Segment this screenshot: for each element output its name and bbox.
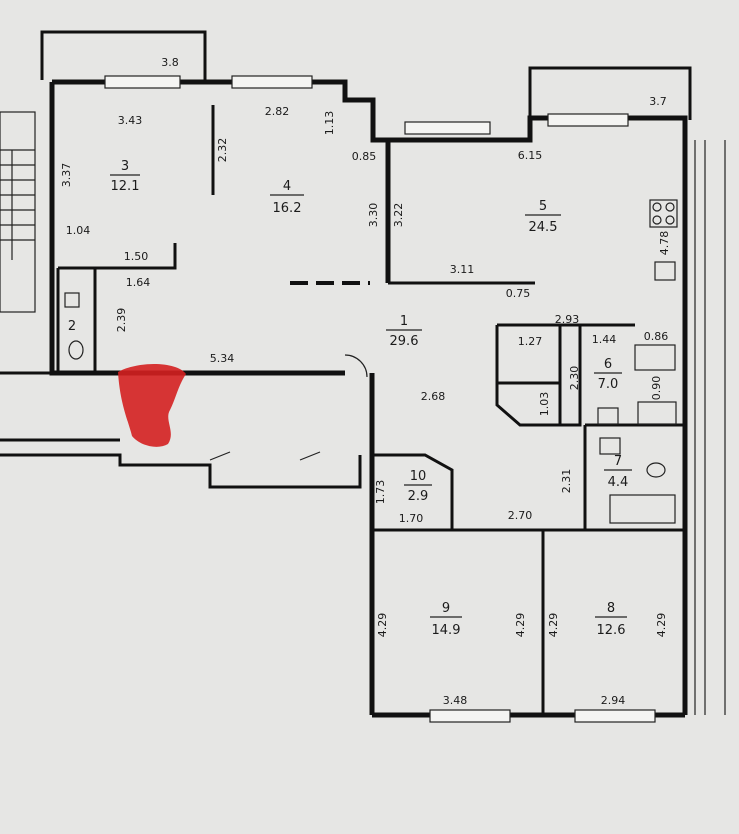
room-4-number: 4 xyxy=(283,179,291,194)
dim-label: 2.30 xyxy=(568,366,581,391)
toilet-icon xyxy=(64,292,666,478)
kitchen-stove-icon xyxy=(649,199,678,281)
dim-label: 3.43 xyxy=(118,114,143,127)
dim-label: 2.32 xyxy=(216,138,229,163)
room-3-area: 12.1 xyxy=(111,179,140,194)
dim-label: 5.34 xyxy=(210,352,235,365)
room-5-number: 5 xyxy=(539,199,547,214)
dim-label: 3.30 xyxy=(367,203,380,228)
room-3-number: 3 xyxy=(121,159,129,174)
bathtub-icon xyxy=(599,437,676,524)
dim-label: 1.44 xyxy=(592,333,617,346)
room-2-number: 2 xyxy=(68,319,76,334)
staircase xyxy=(0,111,36,313)
dim-label: 0.85 xyxy=(352,150,377,163)
dim-label: 2.82 xyxy=(265,105,290,118)
dim-label: 3.8 xyxy=(161,56,179,69)
room-5-area: 24.5 xyxy=(529,220,558,235)
dim-label: 4.29 xyxy=(655,613,668,638)
red-marker xyxy=(118,363,186,447)
room-8-number: 8 xyxy=(607,601,615,616)
door-arcs xyxy=(209,354,368,461)
dim-label: 1.04 xyxy=(66,224,91,237)
dim-label: 2.93 xyxy=(555,313,580,326)
dim-label: 1.13 xyxy=(323,111,336,136)
dim-label: 2.68 xyxy=(421,390,446,403)
dim-label: 3.48 xyxy=(443,694,468,707)
balcony-left xyxy=(40,30,207,80)
dim-label: 4.29 xyxy=(514,613,527,638)
dim-label: 1.73 xyxy=(374,480,387,505)
room-10-number: 10 xyxy=(410,469,427,484)
windows xyxy=(104,75,656,723)
dim-label: 3.22 xyxy=(392,203,405,228)
dim-label: 1.70 xyxy=(399,512,424,525)
balcony-right xyxy=(528,66,692,120)
washbasin-icon xyxy=(597,344,677,425)
dim-label: 1.03 xyxy=(538,392,551,417)
dim-label: 4.29 xyxy=(547,613,560,638)
room-9-area: 14.9 xyxy=(432,623,461,638)
dim-label: 0.86 xyxy=(644,330,669,343)
dim-label: 2.94 xyxy=(601,694,626,707)
dim-label: 0.75 xyxy=(506,287,531,300)
dim-label: 1.27 xyxy=(518,335,543,348)
dim-label: 1.64 xyxy=(126,276,151,289)
dim-label: 0.90 xyxy=(650,376,663,401)
room-1-area: 29.6 xyxy=(390,334,419,349)
room-labels: 3 12.1 4 16.2 5 24.5 1 29.6 2 6 7.0 7 4.… xyxy=(68,159,632,638)
room-7-number: 7 xyxy=(614,454,622,469)
dim-label: 1.50 xyxy=(124,250,149,263)
dim-label: 2.31 xyxy=(560,469,573,494)
room-4-area: 16.2 xyxy=(273,201,302,216)
walls xyxy=(0,79,688,718)
room-7-area: 4.4 xyxy=(608,475,629,490)
room-9-number: 9 xyxy=(442,601,450,616)
dim-label: 3.7 xyxy=(649,95,667,108)
room-6-number: 6 xyxy=(604,357,612,372)
dimension-labels: 3.8 3.43 2.82 1.13 2.32 3.37 1.04 1.50 1… xyxy=(60,56,671,707)
dim-label: 3.37 xyxy=(60,163,73,188)
room-8-area: 12.6 xyxy=(597,623,626,638)
room-10-area: 2.9 xyxy=(408,489,429,504)
dim-label: 3.11 xyxy=(450,263,475,276)
room-1-number: 1 xyxy=(400,314,408,329)
dim-label: 2.70 xyxy=(508,509,533,522)
right-shaft xyxy=(694,140,726,715)
dim-label: 4.78 xyxy=(658,231,671,256)
dim-label: 4.29 xyxy=(376,613,389,638)
room-6-area: 7.0 xyxy=(598,377,619,392)
dim-label: 2.39 xyxy=(115,308,128,333)
dim-label: 6.15 xyxy=(518,149,543,162)
